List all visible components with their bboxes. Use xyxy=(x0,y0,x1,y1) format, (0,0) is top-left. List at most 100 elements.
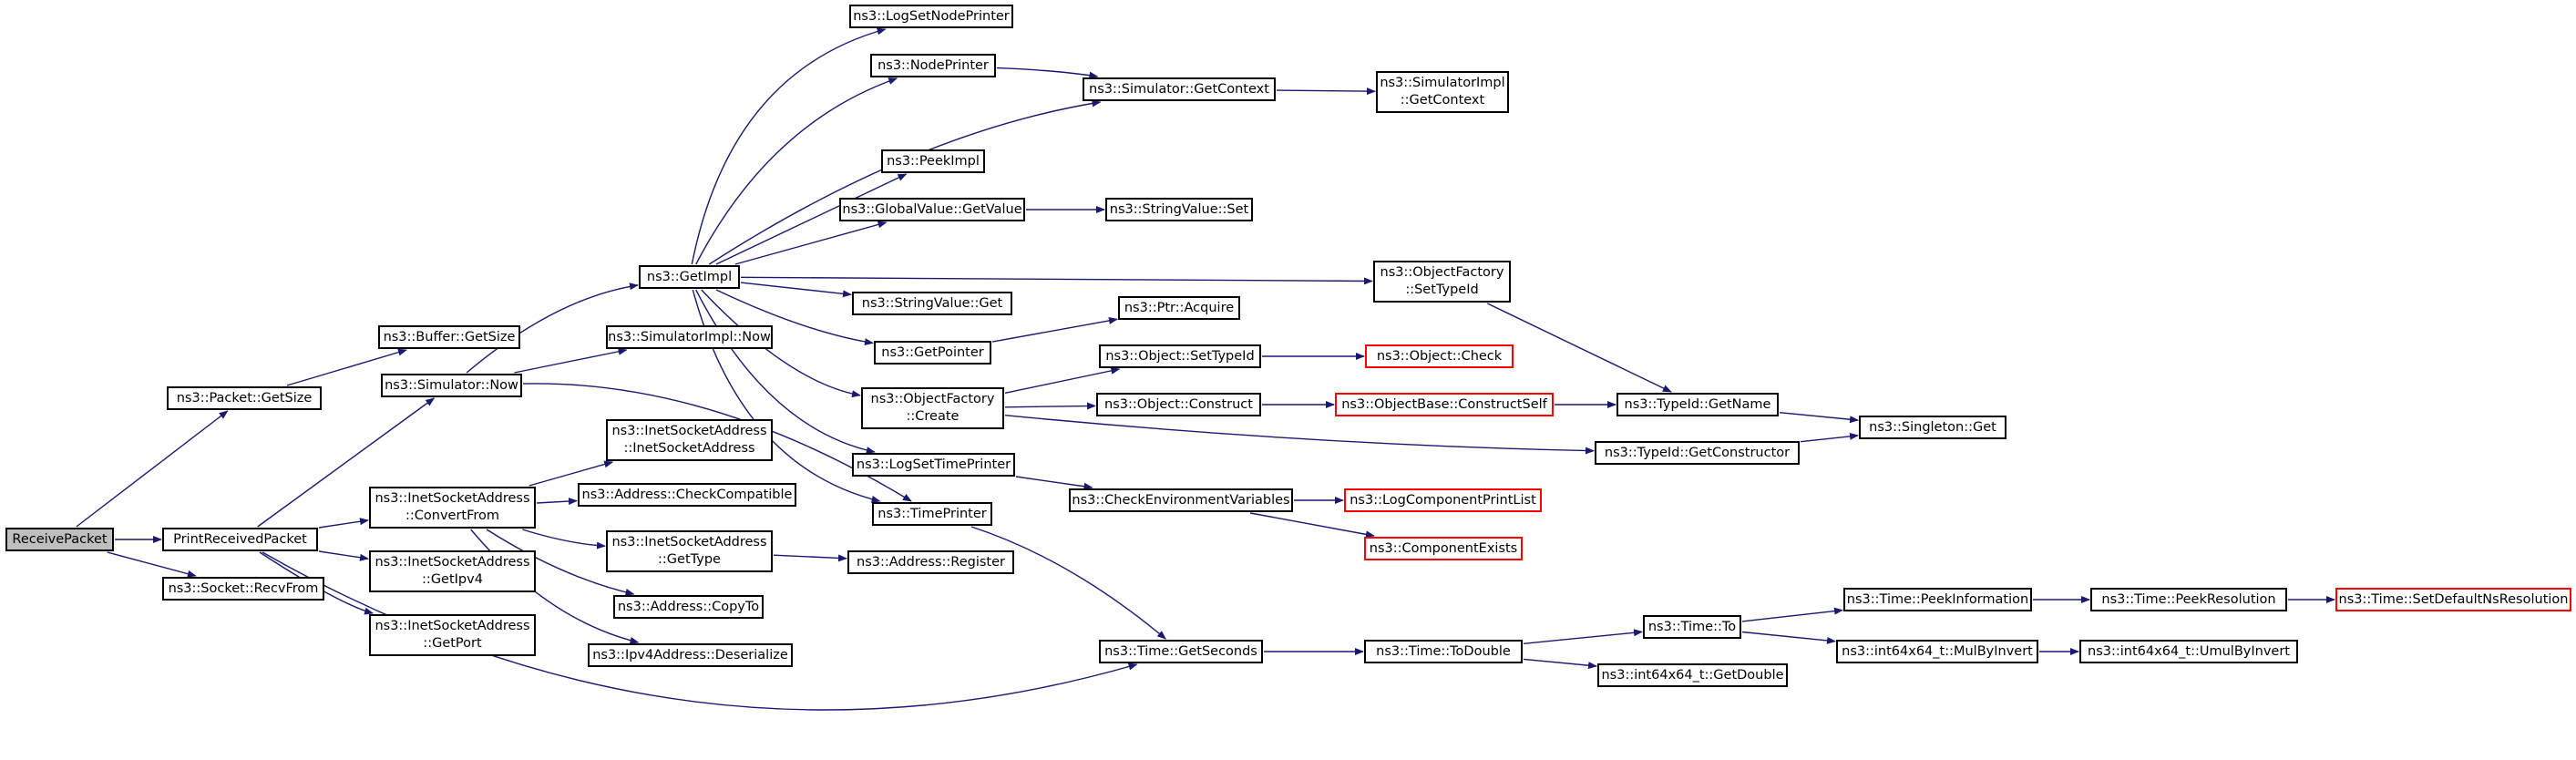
edge-getpointer-to-ptr_acquire xyxy=(991,316,1118,343)
node-buffer-getsize[interactable]: ns3::Buffer::GetSize xyxy=(378,325,520,349)
node-logcomponentprintlist[interactable]: ns3::LogComponentPrintList xyxy=(1344,488,1542,512)
edge-simulator_now-to-getimpl xyxy=(466,282,639,374)
node-globalvalue-getvalue[interactable]: ns3::GlobalValue::GetValue xyxy=(839,198,1025,221)
node-label-line: ns3::LogSetTimePrinter xyxy=(856,457,1011,472)
node-label-line: ns3::Singleton::Get xyxy=(1869,419,1996,435)
node-label-line: ns3::ObjectBase::ConstructSelf xyxy=(1341,396,1547,412)
node-label-line: ns3::ObjectFactory xyxy=(870,392,995,406)
edge-receive_packet-to-socket_recvfrom xyxy=(107,551,197,578)
node-time-todouble[interactable]: ns3::Time::ToDouble xyxy=(1364,640,1523,663)
node-logsettimeprinter[interactable]: ns3::LogSetTimePrinter xyxy=(852,453,1015,477)
node-logsetnodeprinter[interactable]: ns3::LogSetNodePrinter xyxy=(849,5,1013,28)
node-address-checkcompatible[interactable]: ns3::Address::CheckCompatible xyxy=(578,483,796,507)
edge-typeid_getconstructor-to-singleton_get xyxy=(1800,432,1859,443)
edge-inet_convertfrom-to-inet_gettype xyxy=(522,529,606,549)
node-address-register[interactable]: ns3::Address::Register xyxy=(847,550,1014,574)
node-simimpl-now[interactable]: ns3::SimulatorImpl::Now xyxy=(606,325,773,349)
edge-getimpl-to-getpointer xyxy=(715,289,874,346)
node-label-line: ns3::InetSocketAddress xyxy=(375,491,530,506)
node-inet-gettype[interactable]: ns3::InetSocketAddress::GetType xyxy=(606,530,773,572)
node-object-settypeid[interactable]: ns3::Object::SetTypeId xyxy=(1099,344,1261,368)
node-objectfactory-create[interactable]: ns3::ObjectFactory::Create xyxy=(861,387,1004,429)
node-label-line: ns3::Object::Construct xyxy=(1104,396,1253,412)
node-checkenvvars[interactable]: ns3::CheckEnvironmentVariables xyxy=(1069,488,1293,512)
node-simulator-getcontext[interactable]: ns3::Simulator::GetContext xyxy=(1083,77,1276,101)
edge-print_received_packet-to-simulator_now xyxy=(257,397,436,528)
node-simulator-now[interactable]: ns3::Simulator::Now xyxy=(381,374,522,397)
node-inet-getport[interactable]: ns3::InetSocketAddress::GetPort xyxy=(369,614,536,656)
node-inet-getipv4[interactable]: ns3::InetSocketAddress::GetIpv4 xyxy=(369,550,536,592)
node-label-line: ns3::InetSocketAddress xyxy=(375,619,530,633)
node-ipv4-deserialize[interactable]: ns3::Ipv4Address::Deserialize xyxy=(588,643,793,667)
node-simimpl-getcontext[interactable]: ns3::SimulatorImpl::GetContext xyxy=(1376,71,1509,113)
node-componentexists[interactable]: ns3::ComponentExists xyxy=(1364,537,1523,560)
node-label-line: ns3::Address::CopyTo xyxy=(617,599,760,614)
node-peekimpl[interactable]: ns3::PeekImpl xyxy=(881,149,985,173)
node-label-line: ns3::int64x64_t::MulByInvert xyxy=(1842,643,2033,659)
node-time-peekinformation[interactable]: ns3::Time::PeekInformation xyxy=(1843,588,2032,611)
node-object-construct[interactable]: ns3::Object::Construct xyxy=(1096,393,1261,416)
node-address-copyto[interactable]: ns3::Address::CopyTo xyxy=(613,595,764,619)
node-inet-convertfrom[interactable]: ns3::InetSocketAddress::ConvertFrom xyxy=(369,487,536,529)
node-object-check[interactable]: ns3::Object::Check xyxy=(1365,344,1514,368)
node-label-line: PrintReceivedPacket xyxy=(173,531,307,547)
node-label-line: ns3::int64x64_t::GetDouble xyxy=(1601,667,1784,683)
node-int64-umulbyinvert[interactable]: ns3::int64x64_t::UmulByInvert xyxy=(2079,640,2298,663)
node-nodeprinter[interactable]: ns3::NodePrinter xyxy=(870,54,996,77)
edge-receive_packet-to-packet_getsize xyxy=(76,410,229,528)
edge-simulator_getcontext-to-simimpl_getcontext xyxy=(1276,87,1376,96)
node-typeid-getconstructor[interactable]: ns3::TypeId::GetConstructor xyxy=(1595,441,1800,465)
node-label-line: ns3::Ipv4Address::Deserialize xyxy=(592,647,788,662)
edge-inet_convertfrom-to-address_copyto xyxy=(486,529,635,596)
node-label-line: ns3::TypeId::GetName xyxy=(1624,396,1771,412)
edge-time_to-to-int64_mulbyinvert xyxy=(1741,631,1836,644)
edge-getimpl-to-logsettimeprinter xyxy=(695,289,876,454)
node-int64-mulbyinvert[interactable]: ns3::int64x64_t::MulByInvert xyxy=(1836,640,2038,663)
node-label-line: ns3::InetSocketAddress xyxy=(611,424,767,438)
node-label-line: ns3::Ptr::Acquire xyxy=(1124,300,1235,315)
node-time-to[interactable]: ns3::Time::To xyxy=(1643,615,1741,639)
node-label-line: ::Create xyxy=(906,409,960,424)
node-stringvalue-get[interactable]: ns3::StringValue::Get xyxy=(852,292,1012,315)
node-time-getseconds[interactable]: ns3::Time::GetSeconds xyxy=(1099,640,1263,663)
node-label-line: ns3::ObjectFactory xyxy=(1380,265,1504,280)
node-label-line: ns3::int64x64_t::UmulByInvert xyxy=(2088,643,2290,659)
node-inet-ctor[interactable]: ns3::InetSocketAddress::InetSocketAddres… xyxy=(606,419,773,461)
node-singleton-get[interactable]: ns3::Singleton::Get xyxy=(1859,416,2006,439)
node-receive-packet: ReceivePacket xyxy=(5,528,114,551)
node-ptr-acquire[interactable]: ns3::Ptr::Acquire xyxy=(1118,296,1240,320)
node-label-line: ns3::NodePrinter xyxy=(877,57,989,73)
node-label-line: ns3::Time::To xyxy=(1647,619,1737,634)
edge-packet_getsize-to-buffer_getsize xyxy=(286,348,407,386)
node-label-line: ns3::GlobalValue::GetValue xyxy=(842,201,1022,217)
node-typeid-getname[interactable]: ns3::TypeId::GetName xyxy=(1616,393,1779,416)
node-time-setdefaultnsresolution[interactable]: ns3::Time::SetDefaultNsResolution xyxy=(2335,588,2571,611)
node-packet-getsize[interactable]: ns3::Packet::GetSize xyxy=(167,386,322,410)
node-label-line: ns3::Simulator::Now xyxy=(385,377,518,393)
node-getimpl[interactable]: ns3::GetImpl xyxy=(639,265,740,289)
node-socket-recvfrom[interactable]: ns3::Socket::RecvFrom xyxy=(162,577,324,601)
node-label-line: ns3::CheckEnvironmentVariables xyxy=(1072,492,1290,508)
edge-getimpl-to-stringvalue_get xyxy=(740,282,852,298)
edge-time_todouble-to-int64_getdouble xyxy=(1523,658,1597,670)
node-label-line: ::ConvertFrom xyxy=(405,508,500,523)
edge-getimpl-to-logsetnodeprinter xyxy=(691,27,887,265)
node-label-line: ns3::GetImpl xyxy=(646,269,733,284)
node-objectbase-constructself[interactable]: ns3::ObjectBase::ConstructSelf xyxy=(1335,393,1554,416)
edge-getimpl-to-nodeprinter xyxy=(695,77,898,265)
node-timeprinter[interactable]: ns3::TimePrinter xyxy=(872,502,992,526)
node-label-line: ::GetPort xyxy=(423,636,482,651)
node-label-line: ns3::Time::PeekResolution xyxy=(2101,591,2276,607)
node-label-line: ns3::Object::SetTypeId xyxy=(1105,348,1255,364)
node-objectfactory-settypeid[interactable]: ns3::ObjectFactory::SetTypeId xyxy=(1373,261,1511,303)
node-stringvalue-set[interactable]: ns3::StringValue::Set xyxy=(1105,198,1253,221)
node-time-peekresolution[interactable]: ns3::Time::PeekResolution xyxy=(2090,588,2287,611)
edge-inet_gettype-to-address_register xyxy=(773,554,847,562)
edge-objectfactory_settypeid-to-typeid_getname xyxy=(1487,303,1672,393)
node-label-line: ns3::GetPointer xyxy=(881,344,984,360)
node-label-line: ns3::Socket::RecvFrom xyxy=(168,580,319,596)
node-getpointer[interactable]: ns3::GetPointer xyxy=(874,341,991,365)
node-print-received-packet[interactable]: PrintReceivedPacket xyxy=(162,528,318,551)
node-int64-getdouble[interactable]: ns3::int64x64_t::GetDouble xyxy=(1597,663,1788,687)
